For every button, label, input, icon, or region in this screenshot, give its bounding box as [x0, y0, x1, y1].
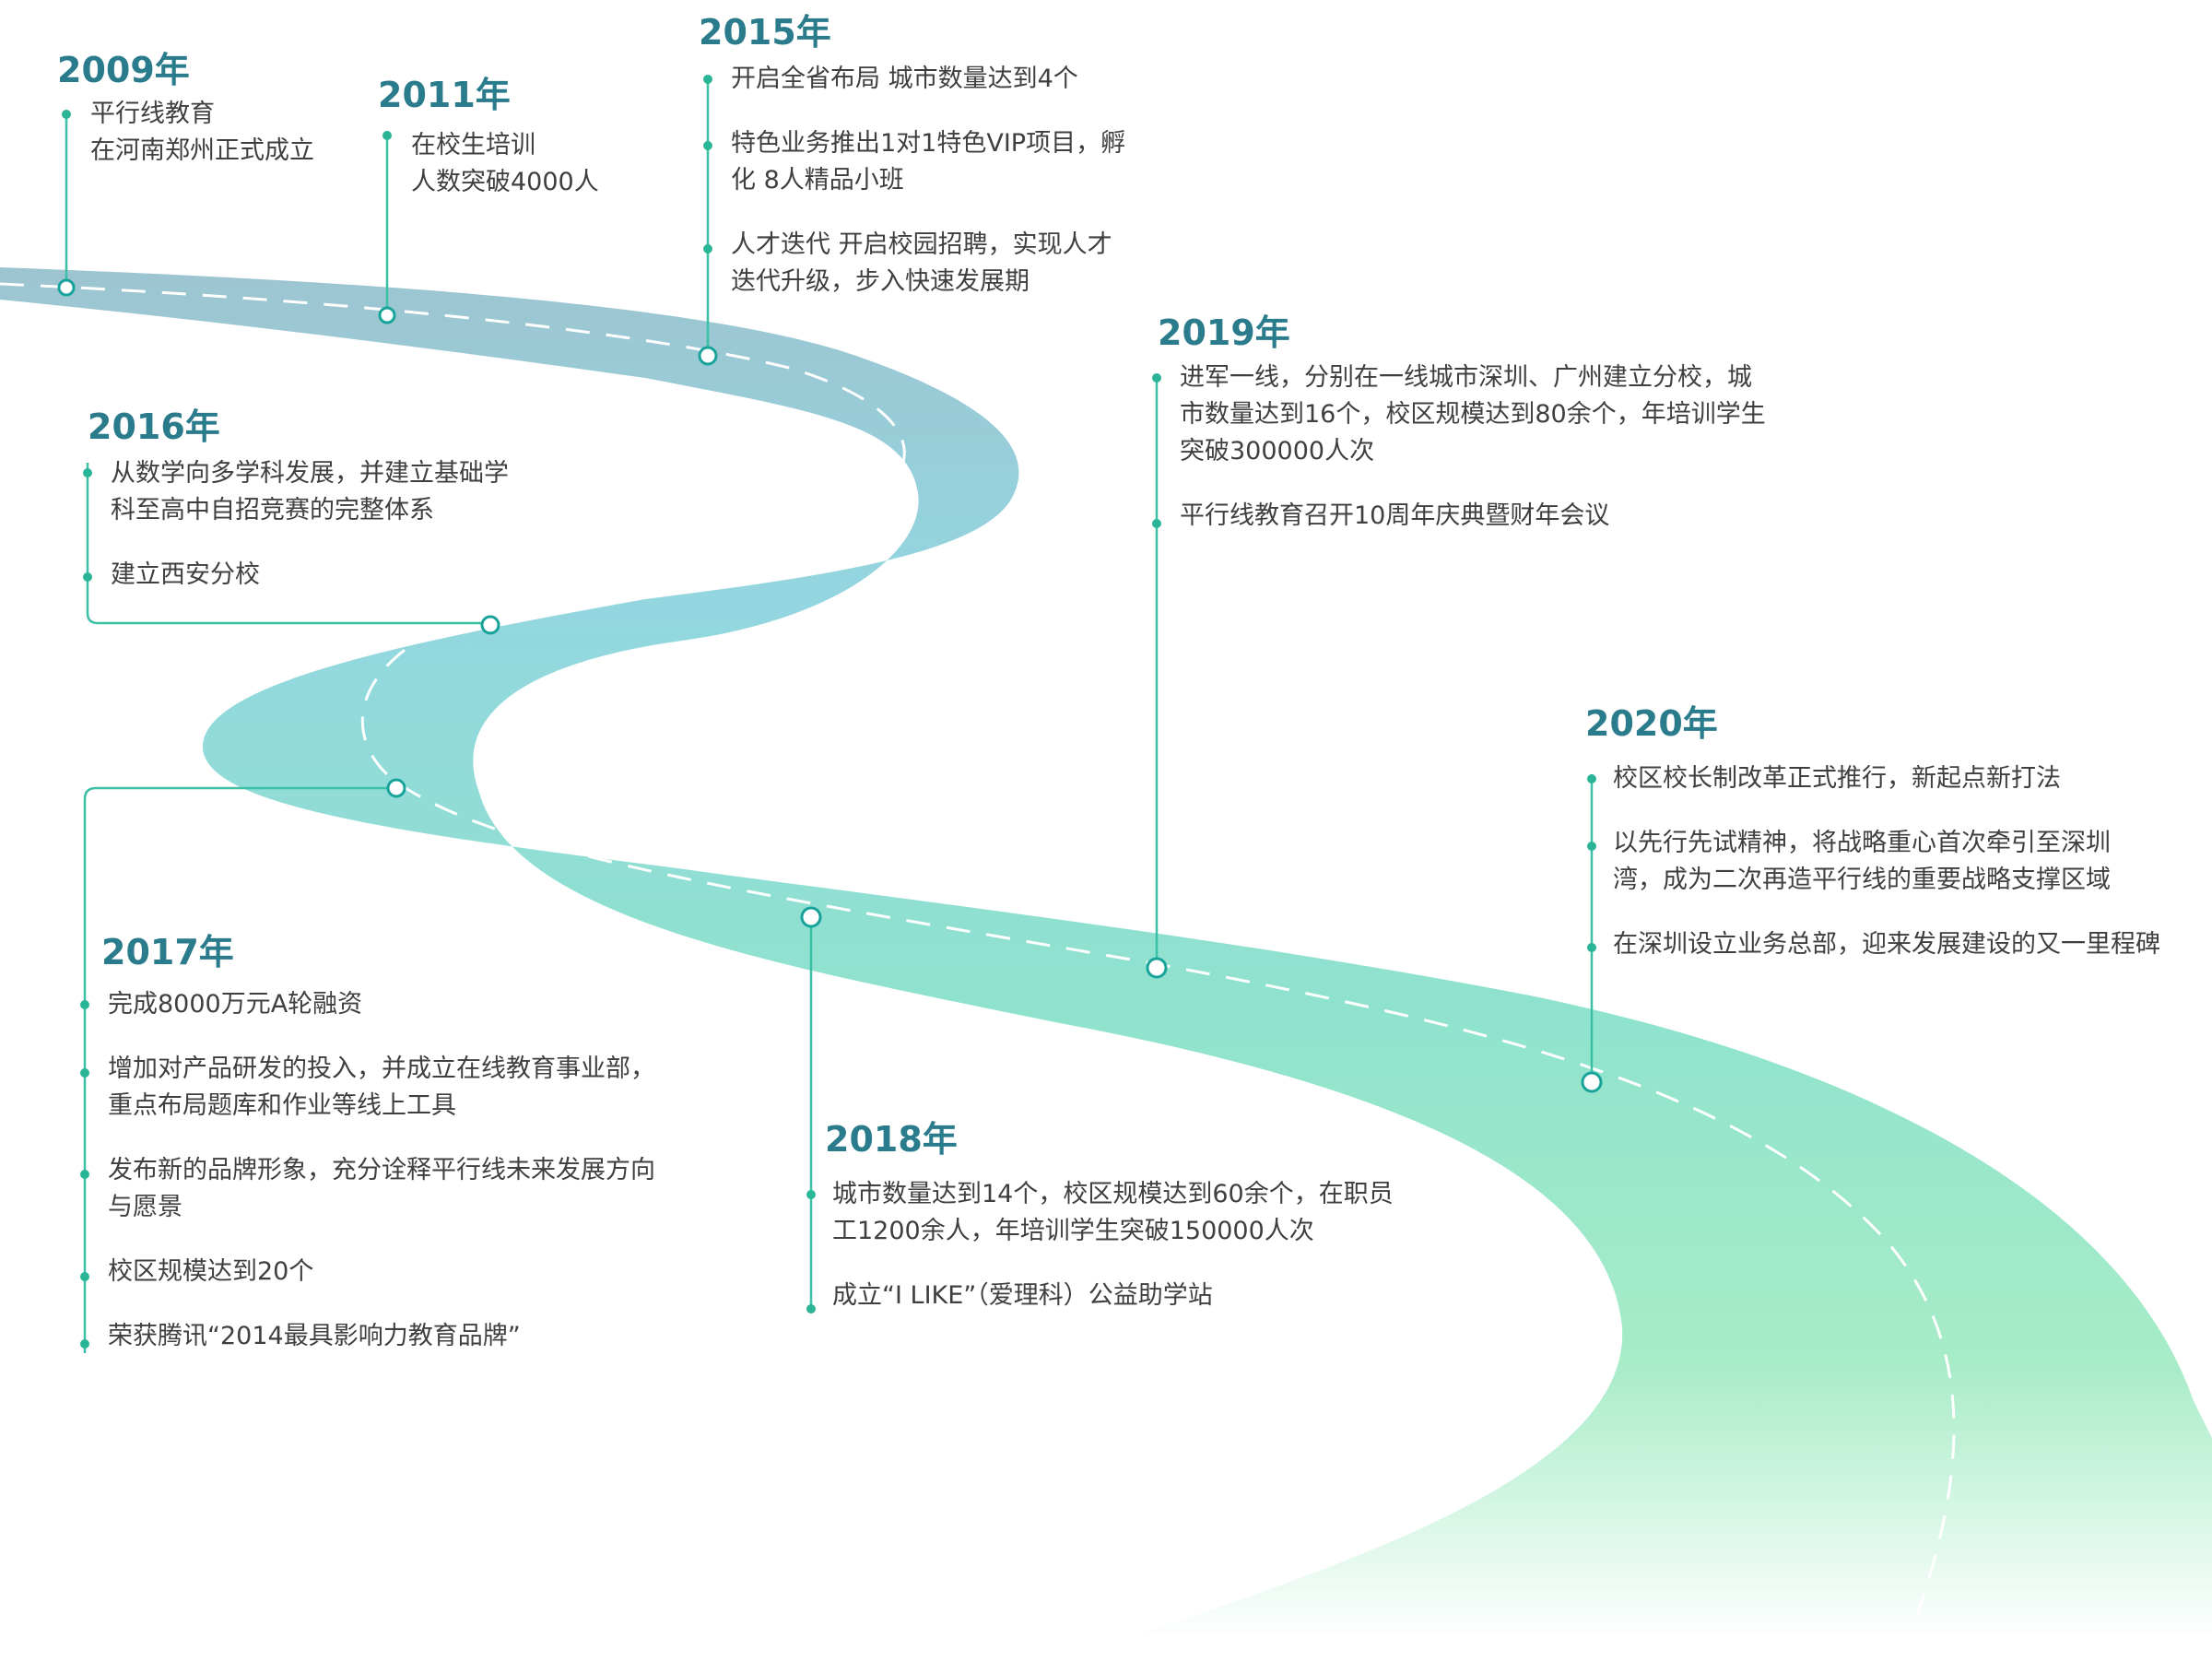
milestone-2017-items: 完成8000万元A轮融资 增加对产品研发的投入，并成立在线教育事业部， 重点布局…	[108, 986, 655, 1355]
bullet-dot	[806, 1304, 816, 1313]
milestone-2009-items: 平行线教育 在河南郑州正式成立	[90, 96, 314, 170]
year-2009: 2009年	[57, 50, 190, 90]
bullet-dot	[806, 1190, 816, 1199]
connector-2016	[86, 463, 490, 625]
road-marker-2009	[57, 278, 76, 297]
milestone-2020-items: 校区校长制改革正式推行，新起点新打法 以先行先试精神，将战略重心首次牵引至深圳 …	[1613, 760, 2160, 963]
bullet-dot	[80, 1068, 89, 1078]
year-2011: 2011年	[378, 75, 511, 115]
road-marker-2016	[480, 615, 500, 635]
milestone-item: 在校生培训 人数突破4000人	[411, 131, 599, 196]
road-marker-2015	[698, 346, 718, 366]
bullet-dot	[703, 244, 712, 253]
milestone-item: 从数学向多学科发展，并建立基础学 科至高中自招竞赛的完整体系	[111, 459, 509, 524]
milestone-item: 在深圳设立业务总部，迎来发展建设的又一里程碑	[1613, 930, 2160, 959]
milestone-item: 校区规模达到20个	[108, 1257, 314, 1286]
milestone-item: 校区校长制改革正式推行，新起点新打法	[1613, 764, 2061, 793]
road-center-line	[0, 282, 1956, 1642]
milestone-item: 人才迭代 开启校园招聘，实现人才 迭代升级，步入快速发展期	[731, 230, 1112, 296]
milestone-2018-items: 城市数量达到14个，校区规模达到60余个，在职员 工1200余人，年培训学生突破…	[832, 1176, 1394, 1314]
bullet-dot	[80, 1170, 89, 1179]
bullet-dot	[703, 75, 712, 84]
bullet-dot	[382, 131, 392, 140]
year-2018: 2018年	[825, 1119, 958, 1160]
milestone-item: 平行线教育召开10周年庆典暨财年会议	[1180, 501, 1610, 530]
milestone-item: 发布新的品牌形象，充分诠释平行线未来发展方向 与愿景	[108, 1156, 655, 1221]
year-2017: 2017年	[101, 932, 234, 972]
bullet-dot	[1587, 943, 1596, 952]
road-marker-2011	[378, 306, 396, 324]
bullet-dot	[80, 1339, 89, 1349]
milestone-item: 建立西安分校	[111, 560, 260, 589]
bullet-dot	[80, 1000, 89, 1009]
milestone-item: 完成8000万元A轮融资	[108, 990, 363, 1019]
year-2015: 2015年	[699, 12, 831, 53]
milestone-item: 增加对产品研发的投入，并成立在线教育事业部， 重点布局题库和作业等线上工具	[108, 1054, 655, 1120]
milestone-item: 开启全省布局 城市数量达到4个	[731, 65, 1078, 93]
milestone-2011-items: 在校生培训 人数突破4000人	[411, 127, 599, 201]
bullet-dot	[1152, 519, 1161, 528]
milestone-2019-items: 进军一线，分别在一线城市深圳、广州建立分校，城 市数量达到16个，校区规模达到8…	[1180, 359, 1766, 535]
milestone-item: 平行线教育 在河南郑州正式成立	[90, 100, 314, 165]
bullet-dot	[62, 110, 71, 119]
milestone-2015-items: 开启全省布局 城市数量达到4个 特色业务推出1对1特色VIP项目，孵 化 8人精…	[731, 61, 1125, 300]
road-marker-2019	[1146, 957, 1168, 979]
milestone-item: 特色业务推出1对1特色VIP项目，孵 化 8人精品小班	[731, 129, 1126, 194]
road-marker-2020	[1581, 1071, 1603, 1093]
road-marker-2017	[386, 778, 406, 798]
milestone-item: 成立“I LIKE”（爱理科）公益助学站	[832, 1281, 1213, 1310]
milestone-item: 进军一线，分别在一线城市深圳、广州建立分校，城 市数量达到16个，校区规模达到8…	[1180, 363, 1766, 465]
bullet-dot	[83, 572, 92, 582]
milestone-item: 以先行先试精神，将战略重心首次牵引至深圳 湾，成为二次再造平行线的重要战略支撑区…	[1613, 829, 2111, 894]
year-2020: 2020年	[1585, 703, 1718, 744]
bullet-dot	[1587, 774, 1596, 783]
year-2019: 2019年	[1158, 312, 1290, 353]
road-markers	[57, 278, 1603, 1093]
bullet-dot	[83, 468, 92, 477]
milestone-item: 城市数量达到14个，校区规模达到60余个，在职员 工1200余人，年培训学生突破…	[832, 1180, 1394, 1245]
bullet-dot	[1152, 373, 1161, 383]
bullet-dots	[62, 75, 1596, 1349]
bullet-dot	[703, 141, 712, 150]
milestone-item: 荣获腾讯“2014最具影响力教育品牌”	[108, 1322, 521, 1350]
milestone-2016-items: 从数学向多学科发展，并建立基础学 科至高中自招竞赛的完整体系 建立西安分校	[111, 455, 509, 594]
connectors	[65, 78, 1594, 1353]
bullet-dot	[1587, 842, 1596, 851]
road-body	[0, 267, 2212, 1641]
connector-2017	[83, 786, 394, 1353]
road-marker-2018	[800, 906, 822, 928]
bullet-dot	[80, 1272, 89, 1281]
year-2016: 2016年	[88, 406, 220, 447]
